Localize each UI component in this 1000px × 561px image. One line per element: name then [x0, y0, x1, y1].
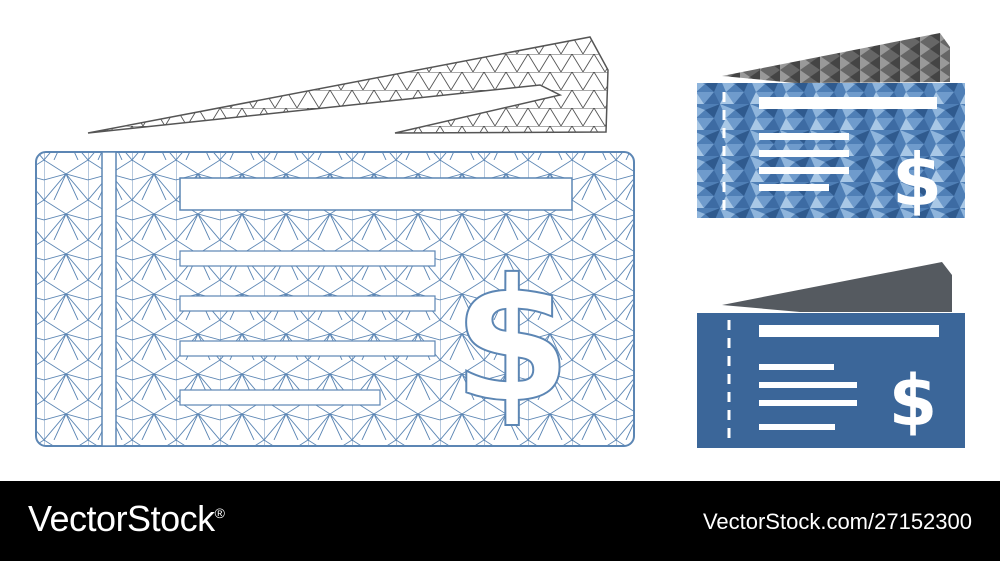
mosaic-dollar-sign: $ [892, 138, 942, 222]
artwork-canvas: $ $ [35, 33, 965, 448]
mosaic-cheque-icon: $ [697, 33, 965, 222]
flat-dollar-sign: $ [889, 360, 938, 442]
stock-id: VectorStock.com/27152300 [702, 509, 972, 534]
flat-text-lines [759, 325, 939, 430]
brand-name: VectorStock [28, 498, 215, 539]
flat-back-ticket [722, 262, 952, 312]
mesh-ticket-body [35, 151, 635, 447]
footer-bar: VectorStock® VectorStock.com/27152300 [0, 481, 1000, 561]
mesh-back-ticket [87, 36, 609, 134]
flat-cheque-icon: $ [697, 262, 965, 448]
mosaic-text-lines [759, 97, 937, 191]
mesh-cheque-icon: $ [35, 36, 635, 447]
mesh-dollar-sign: $ [453, 243, 571, 441]
registered-mark: ® [214, 505, 225, 521]
mosaic-back-ticket [722, 33, 950, 83]
vectorstock-logo: VectorStock® [28, 498, 225, 540]
